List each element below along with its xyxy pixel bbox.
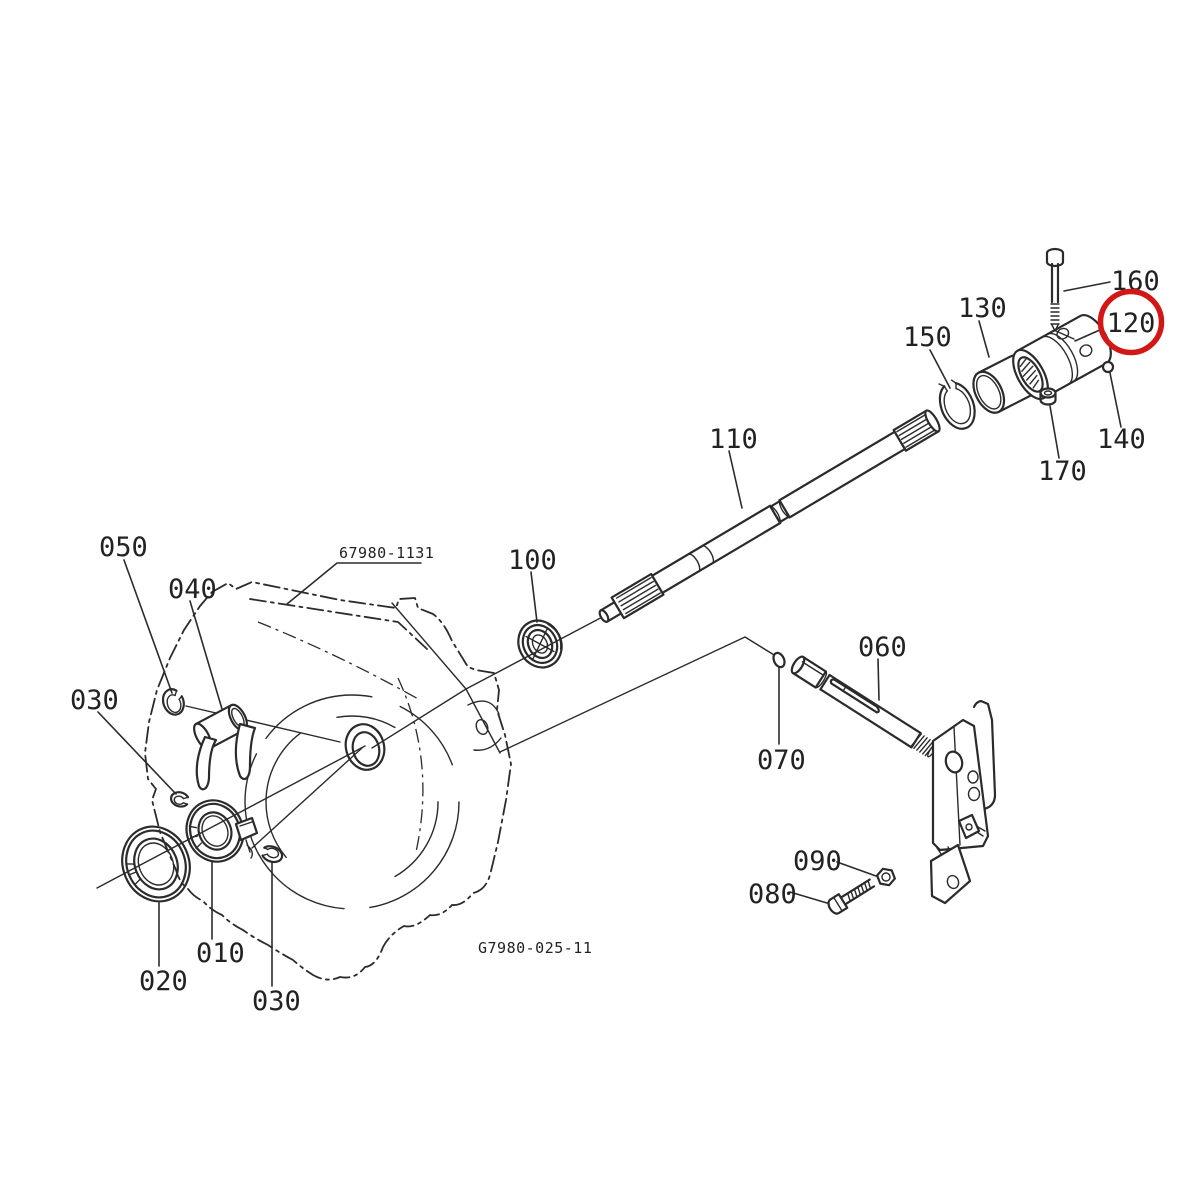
part-label-080: 080 [748,879,797,910]
bracket-foot [929,843,972,905]
part-150-snap-ring [938,379,976,430]
part-label-030-upper: 030 [70,685,119,716]
part-030-clip-upper [169,791,190,808]
part-110-shaft [598,409,941,623]
housing-bore-arc [244,694,460,910]
housing-inner-arc [265,715,439,889]
clutch-housing-outline [144,581,512,981]
part-label-060: 060 [858,632,907,663]
leader-110 [728,450,743,509]
part-label-130: 130 [958,293,1007,324]
leader-150 [929,349,951,389]
part-label-100: 100 [508,545,557,576]
part-label-020: 020 [139,966,188,997]
leader-030-upper [97,711,177,795]
rod-axis-line [499,636,780,753]
highlight-circle-120 [1097,288,1165,356]
housing-edge [391,602,501,754]
housing-side-tab [467,700,502,751]
leader-060 [877,658,880,701]
part-140-ball [1101,360,1115,374]
part-010-release-bearing [185,799,259,863]
leader-assembly-ref [286,562,422,605]
leader-050 [123,559,173,694]
part-030-clip-lower [261,845,284,864]
part-label-050: 050 [99,532,148,563]
bearing-axis-line [96,745,366,889]
part-label-110: 110 [709,424,758,455]
assembly-ref-text: 67980-1131 [339,544,434,562]
leader-100 [530,571,538,623]
part-label-090: 090 [793,846,842,877]
leader-090 [836,861,877,877]
leader-170 [1049,405,1060,459]
part-label-070: 070 [757,745,806,776]
part-label-030-lower: 030 [252,986,301,1017]
leader-160 [1063,281,1111,292]
part-080-bolt [827,878,876,915]
part-090-nut [876,867,896,887]
drawing-code-text: G7980-025-11 [478,939,592,957]
leader-120 [1074,328,1103,342]
part-label-120: 120 [1107,308,1156,339]
leader-080 [789,891,828,904]
part-060-rod [790,655,938,758]
part-070-oring [772,651,786,669]
carrier-axis-line [251,747,363,849]
part-050-snap-ring [161,688,185,716]
bracket-boss [957,813,981,840]
part-170-nut [1039,387,1057,406]
part-label-170: 170 [1038,456,1087,487]
part-100-seal [517,619,563,669]
bolt-alignment-line [1055,330,1075,340]
leader-130 [978,320,990,358]
part-label-150: 150 [903,322,952,353]
leader-lines [97,281,1122,987]
bearing-carrier [234,816,259,842]
leader-040 [189,600,223,710]
part-040-shift-fork [193,703,257,791]
mounting-bracket [929,699,997,905]
part-label-040: 040 [168,574,217,605]
part-labels: 050 040 030 020 010 030 100 110 150 130 … [70,266,1160,1017]
part-label-140: 140 [1097,424,1146,455]
fork-axis-line [185,705,341,743]
part-020-bearing [121,825,191,903]
shaft-axis-line [371,613,609,749]
housing-hub-hole [344,723,386,771]
leader-140 [1109,372,1122,428]
part-160-bolt [1045,247,1075,340]
part-label-010: 010 [196,938,245,969]
